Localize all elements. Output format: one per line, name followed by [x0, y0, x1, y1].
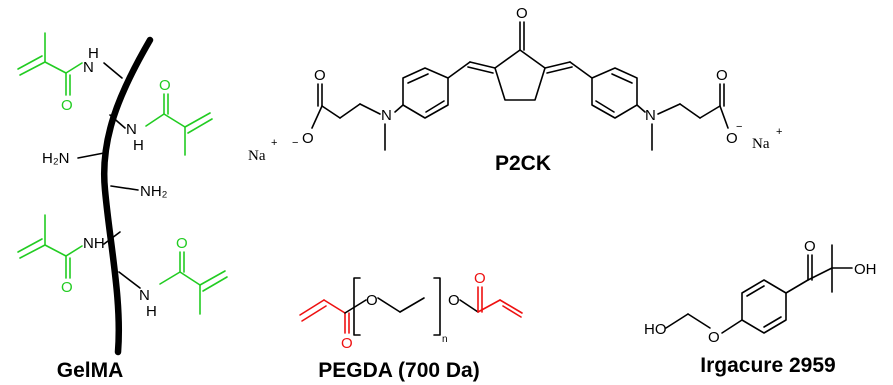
atom-o: O — [516, 5, 528, 22]
pegda-label: PEGDA (700 Da) — [318, 359, 479, 382]
atom-h2n: H₂N — [42, 150, 70, 167]
irgacure-structure: HO O O OH — [644, 238, 877, 346]
atom-o: O — [708, 329, 720, 346]
atom-o: O — [341, 335, 353, 352]
atom-o: O — [716, 67, 728, 84]
atom-o: O — [474, 270, 486, 287]
atom-o: O — [159, 77, 171, 94]
bond-nh2 — [110, 185, 139, 191]
methacrylamide-upper-right — [109, 93, 213, 156]
atom-nh: NH — [83, 235, 105, 252]
atom-o: O — [61, 279, 73, 296]
charge-minus: − — [292, 137, 298, 149]
atom-o: O — [176, 235, 188, 252]
atom-n: N — [126, 121, 137, 138]
irgacure-label: Irgacure 2959 — [700, 354, 835, 377]
atom-n: N — [139, 287, 150, 304]
atom-n: N — [381, 107, 392, 124]
atom-o: O — [726, 130, 738, 147]
atom-h: H — [133, 137, 144, 154]
atom-h: H — [146, 303, 157, 320]
atom-na: Na — [248, 148, 266, 164]
bond-h2n — [77, 152, 105, 159]
repeat-bracket-left — [353, 277, 361, 336]
irgacure-benzene-ring — [741, 279, 787, 334]
repeat-bracket-right — [433, 277, 441, 336]
methacrylamide-lower-right — [118, 251, 228, 315]
methacrylamide-lower-left — [17, 214, 121, 279]
atom-o: O — [804, 238, 816, 255]
charge-plus: + — [776, 126, 782, 138]
atom-n: N — [83, 59, 94, 76]
gelma-label: GelMA — [57, 359, 124, 382]
cyclopentanone-ring — [494, 49, 546, 101]
atom-n: N — [645, 107, 656, 124]
atom-o: O — [448, 292, 460, 309]
charge-plus: + — [271, 137, 277, 149]
atom-ho: HO — [644, 321, 667, 338]
atom-o: O — [366, 292, 378, 309]
p2ck-structure: O N O O − Na + N — [248, 5, 782, 164]
pegda-structure: O O n O O — [299, 270, 523, 352]
atom-na: Na — [752, 136, 770, 152]
atom-nh2: NH₂ — [140, 183, 168, 200]
atom-o: O — [302, 130, 314, 147]
gelatin-backbone — [101, 36, 154, 356]
charge-minus: − — [736, 121, 742, 133]
repeat-index: n — [442, 334, 448, 345]
atom-oh: OH — [854, 261, 877, 278]
atom-o: O — [314, 67, 326, 84]
p2ck-label: P2CK — [495, 152, 551, 175]
methacrylamide-top-left — [17, 32, 123, 96]
gelma-structure: H N O N H O H₂N NH₂ — [17, 32, 228, 356]
atom-h: H — [88, 45, 99, 62]
atom-o: O — [61, 97, 73, 114]
